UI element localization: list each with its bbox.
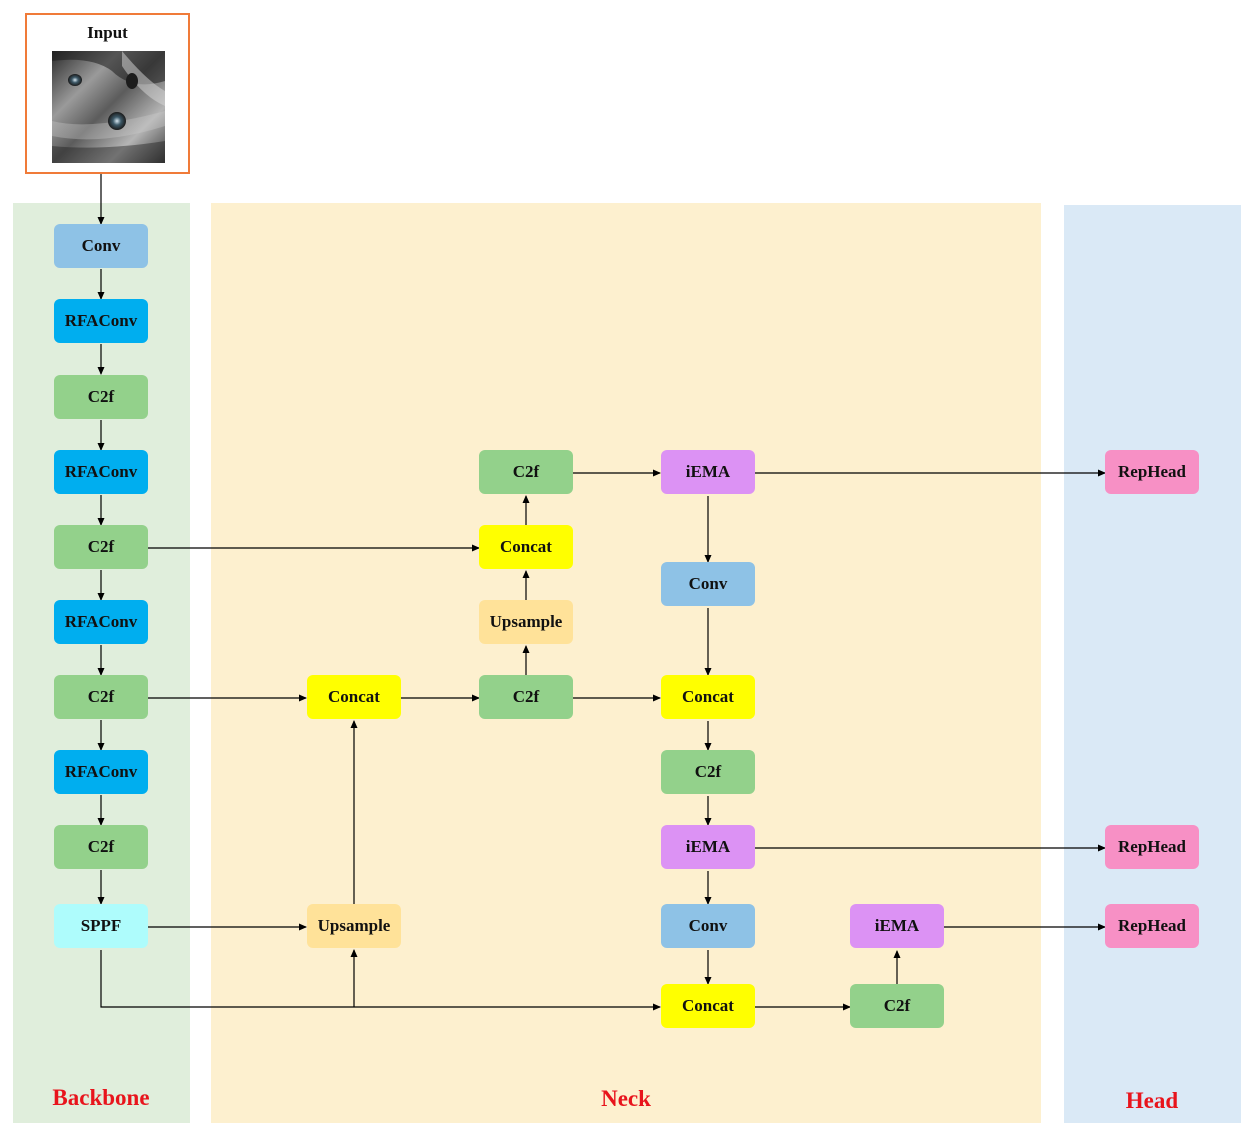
neck-conv-node-2: Conv xyxy=(661,904,755,948)
neck-concat-node-4: Concat xyxy=(661,984,755,1028)
backbone-rfaconv-node-2: RFAConv xyxy=(54,450,148,494)
backbone-label: Backbone xyxy=(52,1085,150,1110)
neck-iema-node-1: iEMA xyxy=(661,450,755,494)
neck-c2f-node-2: C2f xyxy=(479,675,573,719)
backbone-c2f-node-2: C2f xyxy=(54,525,148,569)
backbone-rfaconv-node-4: RFAConv xyxy=(54,750,148,794)
backbone-conv-node: Conv xyxy=(54,224,148,268)
neck-iema-node-2: iEMA xyxy=(661,825,755,869)
input-image xyxy=(52,51,165,163)
backbone-c2f-node-1: C2f xyxy=(54,375,148,419)
neck-concat-node-1: Concat xyxy=(307,675,401,719)
backbone-sppf-node: SPPF xyxy=(54,904,148,948)
backbone-c2f-node-4: C2f xyxy=(54,825,148,869)
head-rephead-node-3: RepHead xyxy=(1105,904,1199,948)
neck-upsample-node-1: Upsample xyxy=(307,904,401,948)
head-label: Head xyxy=(1125,1088,1179,1113)
neck-c2f-node-1: C2f xyxy=(479,450,573,494)
input-box: Input xyxy=(25,13,190,174)
head-rephead-node-2: RepHead xyxy=(1105,825,1199,869)
neck-upsample-node-2: Upsample xyxy=(479,600,573,644)
input-label: Input xyxy=(87,23,128,42)
neck-c2f-node-3: C2f xyxy=(661,750,755,794)
neck-c2f-node-4: C2f xyxy=(850,984,944,1028)
backbone-rfaconv-node-1: RFAConv xyxy=(54,299,148,343)
head-rephead-node-1: RepHead xyxy=(1105,450,1199,494)
neck-panel xyxy=(211,203,1041,1123)
neck-iema-node-3: iEMA xyxy=(850,904,944,948)
backbone-c2f-node-3: C2f xyxy=(54,675,148,719)
neck-conv-node-1: Conv xyxy=(661,562,755,606)
neck-concat-node-3: Concat xyxy=(661,675,755,719)
neck-concat-node-2: Concat xyxy=(479,525,573,569)
head-panel xyxy=(1064,205,1241,1123)
neck-label: Neck xyxy=(601,1086,651,1111)
backbone-rfaconv-node-3: RFAConv xyxy=(54,600,148,644)
